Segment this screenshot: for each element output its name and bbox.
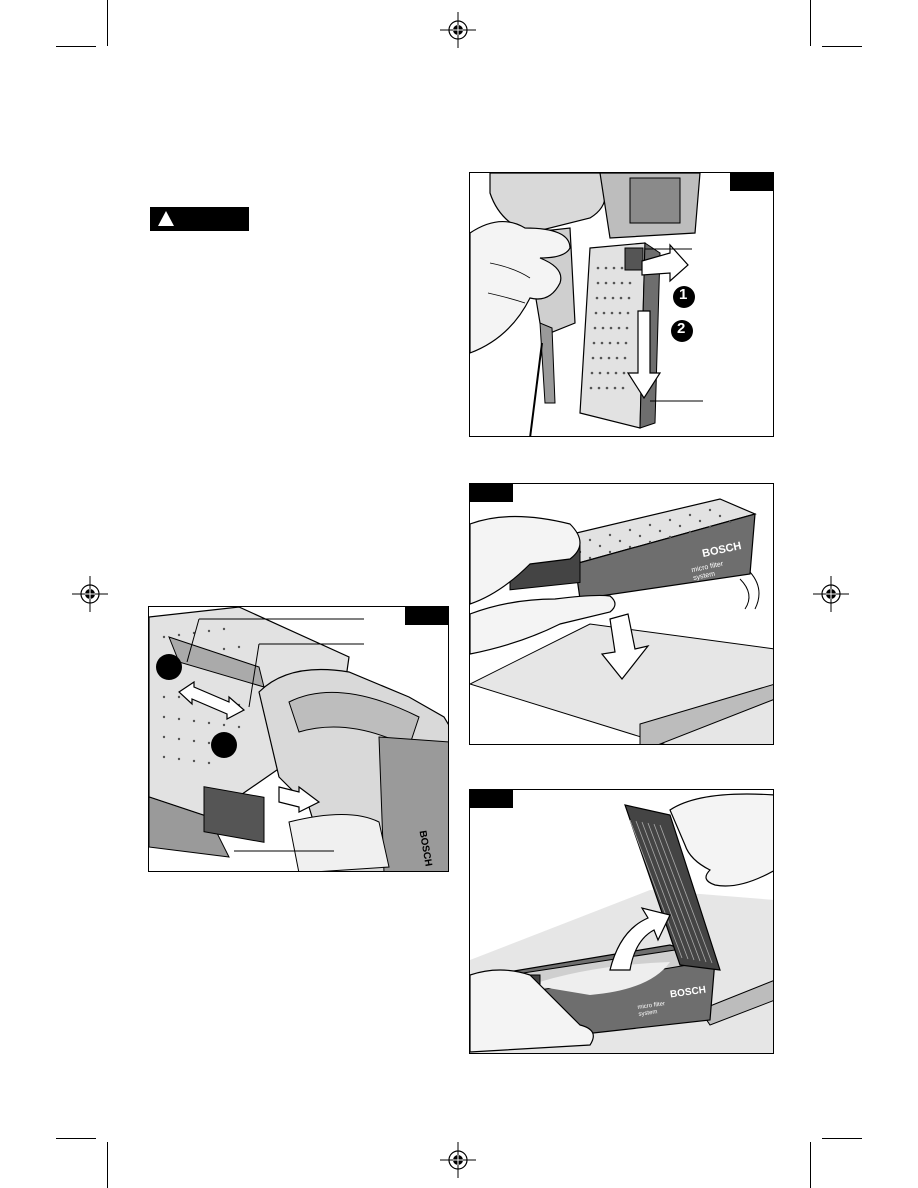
registration-mark-bottom	[440, 1142, 476, 1178]
step-number-2: 2	[677, 320, 686, 337]
registration-mark-top	[440, 12, 476, 48]
figure-extractor-removal: 1 2	[469, 172, 774, 437]
figure-remove-filter: BOSCH micro filter system	[469, 789, 774, 1054]
figure-attach-canister: BOSCH	[148, 606, 449, 872]
figure-tab	[470, 790, 513, 808]
figure-tap-canister: BOSCH micro filter system	[469, 483, 774, 745]
figure-tab	[470, 484, 513, 502]
warning-triangle-icon	[158, 211, 174, 226]
crop-mark-bl-v	[107, 1142, 108, 1188]
crop-mark-tr-h	[822, 46, 862, 47]
figure-tab	[405, 607, 448, 625]
crop-mark-tr-v	[810, 0, 811, 46]
crop-mark-br-h	[822, 1138, 862, 1139]
crop-mark-bl-h	[56, 1138, 96, 1139]
step-number-1: 1	[679, 286, 688, 303]
registration-mark-right	[813, 576, 849, 612]
registration-mark-left	[72, 576, 108, 612]
crop-mark-br-v	[810, 1142, 811, 1188]
figure-tab	[730, 173, 773, 191]
crop-mark-tl-v	[107, 0, 108, 46]
warning-badge	[150, 207, 249, 231]
crop-mark-tl-h	[56, 46, 96, 47]
